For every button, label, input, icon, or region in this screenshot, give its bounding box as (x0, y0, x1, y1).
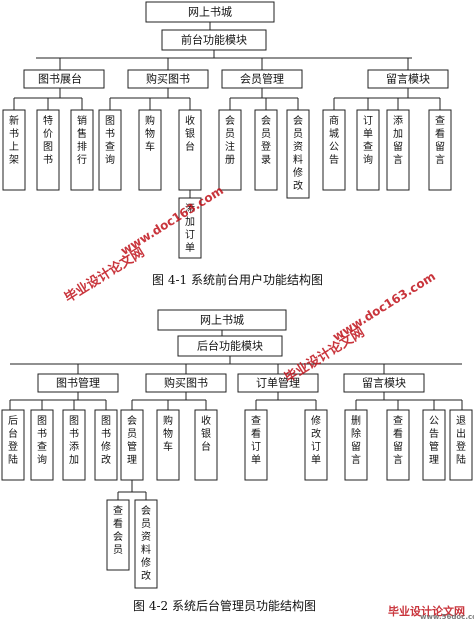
fig2-subleaf-label: 会员资料修改 (141, 504, 151, 582)
fig1-leaf-label: 会员资料修改 (293, 114, 303, 192)
fig2-leaf-box (30, 409, 54, 481)
fig2-subleaf-box (134, 499, 158, 589)
figure2-caption: 图 4-2 系统后台管理员功能结构图 (133, 599, 316, 613)
fig1-leaf-box (70, 109, 94, 191)
fig1-leaf-box (218, 109, 242, 191)
fig1-group-box (23, 69, 105, 89)
fig2-leaf-box (244, 409, 268, 481)
fig1-leaf-box (356, 109, 380, 191)
fig1-leaf-label: 新书上架 (9, 114, 19, 166)
fig2-leaf-box (386, 409, 410, 481)
fig2-leaf-label: 图书添加 (69, 415, 79, 466)
fig2-subleaf-box (106, 499, 130, 571)
fig1-leaf-label: 购物车 (145, 114, 155, 153)
fig1-subleaf-label: 添加订单 (185, 202, 195, 254)
fig2-leaf-box (304, 409, 328, 481)
fig2-group-label: 留言模块 (362, 377, 406, 390)
fig2-leaf-label: 查看留言 (393, 414, 403, 466)
fig2-root-label: 网上书城 (200, 314, 244, 327)
fig2-group-label: 订单管理 (256, 376, 300, 390)
fig1-leaf-box (322, 109, 346, 191)
fig2-leaf-label: 删除留言 (351, 415, 361, 466)
fig1-leaf-box (138, 109, 162, 191)
fig1-leaf-box (386, 109, 410, 191)
fig2-leaf-box (62, 409, 86, 481)
fig1-group-label: 会员管理 (240, 72, 284, 86)
fig1-group-label: 购买图书 (146, 72, 190, 86)
fig2-leaf-box (1, 409, 25, 481)
fig2-leaf-label: 收银台 (201, 414, 211, 453)
fig2-leaf-label: 后台登陆 (8, 415, 18, 466)
fig1-leaf-label: 订单查询 (363, 115, 373, 166)
fig1-leaf-label: 查看留言 (435, 114, 445, 166)
fig2-leaf-box (156, 409, 180, 481)
fig1-leaf-box (98, 109, 122, 191)
fig2-leaf-box (344, 409, 368, 481)
fig2-leaf-label: 退出登陆 (456, 415, 466, 466)
fig1-leaf-box (36, 109, 60, 191)
fig1-leaf-box (286, 109, 310, 199)
fig1-leaf-label: 收银台 (185, 114, 195, 153)
fig1-leaf-label: 图书查询 (105, 115, 115, 166)
fig1-level1-label: 前台功能模块 (181, 33, 247, 47)
fig2-leaf-label: 会员管理 (127, 414, 137, 466)
fig2-leaf-label: 修改订单 (311, 414, 321, 466)
fig2-group-label: 图书管理 (56, 376, 100, 390)
fig1-group-label: 图书展台 (38, 72, 82, 86)
fig2-leaf-label: 查看订单 (251, 414, 261, 466)
fig2-group-label: 购买图书 (164, 376, 208, 390)
fig2-level1-label: 后台功能模块 (197, 339, 263, 353)
fig2-leaf-box (194, 409, 218, 481)
fig2-subleaf-label: 查看会员 (113, 504, 123, 556)
fig2-leaf-label: 图书查询 (37, 415, 47, 466)
fig2-leaf-box (94, 409, 118, 481)
fig2-leaf-box (449, 409, 473, 481)
fig1-leaf-box (254, 109, 278, 191)
fig1-leaf-box (2, 109, 26, 191)
fig1-leaf-label: 商城公告 (329, 114, 339, 166)
fig1-leaf-label: 会员注册 (225, 114, 235, 166)
figure1-caption: 图 4-1 系统前台用户功能结构图 (152, 273, 323, 287)
fig2-leaf-box (422, 409, 446, 481)
fig1-subleaf-box (178, 197, 202, 259)
fig1-leaf-label: 添加留言 (393, 114, 403, 166)
fig1-leaf-label: 会员登录 (261, 114, 271, 166)
fig1-group-label: 留言模块 (386, 73, 430, 86)
fig1-leaf-label: 销售排行 (77, 114, 87, 166)
fig2-leaf-label: 公告管理 (429, 416, 439, 466)
fig2-leaf-label: 购物车 (163, 414, 173, 453)
fig1-leaf-label: 特价图书 (43, 115, 53, 166)
fig1-leaf-box (428, 109, 452, 191)
fig1-root-label: 网上书城 (188, 6, 232, 19)
fig2-leaf-label: 图书修改 (101, 415, 111, 466)
